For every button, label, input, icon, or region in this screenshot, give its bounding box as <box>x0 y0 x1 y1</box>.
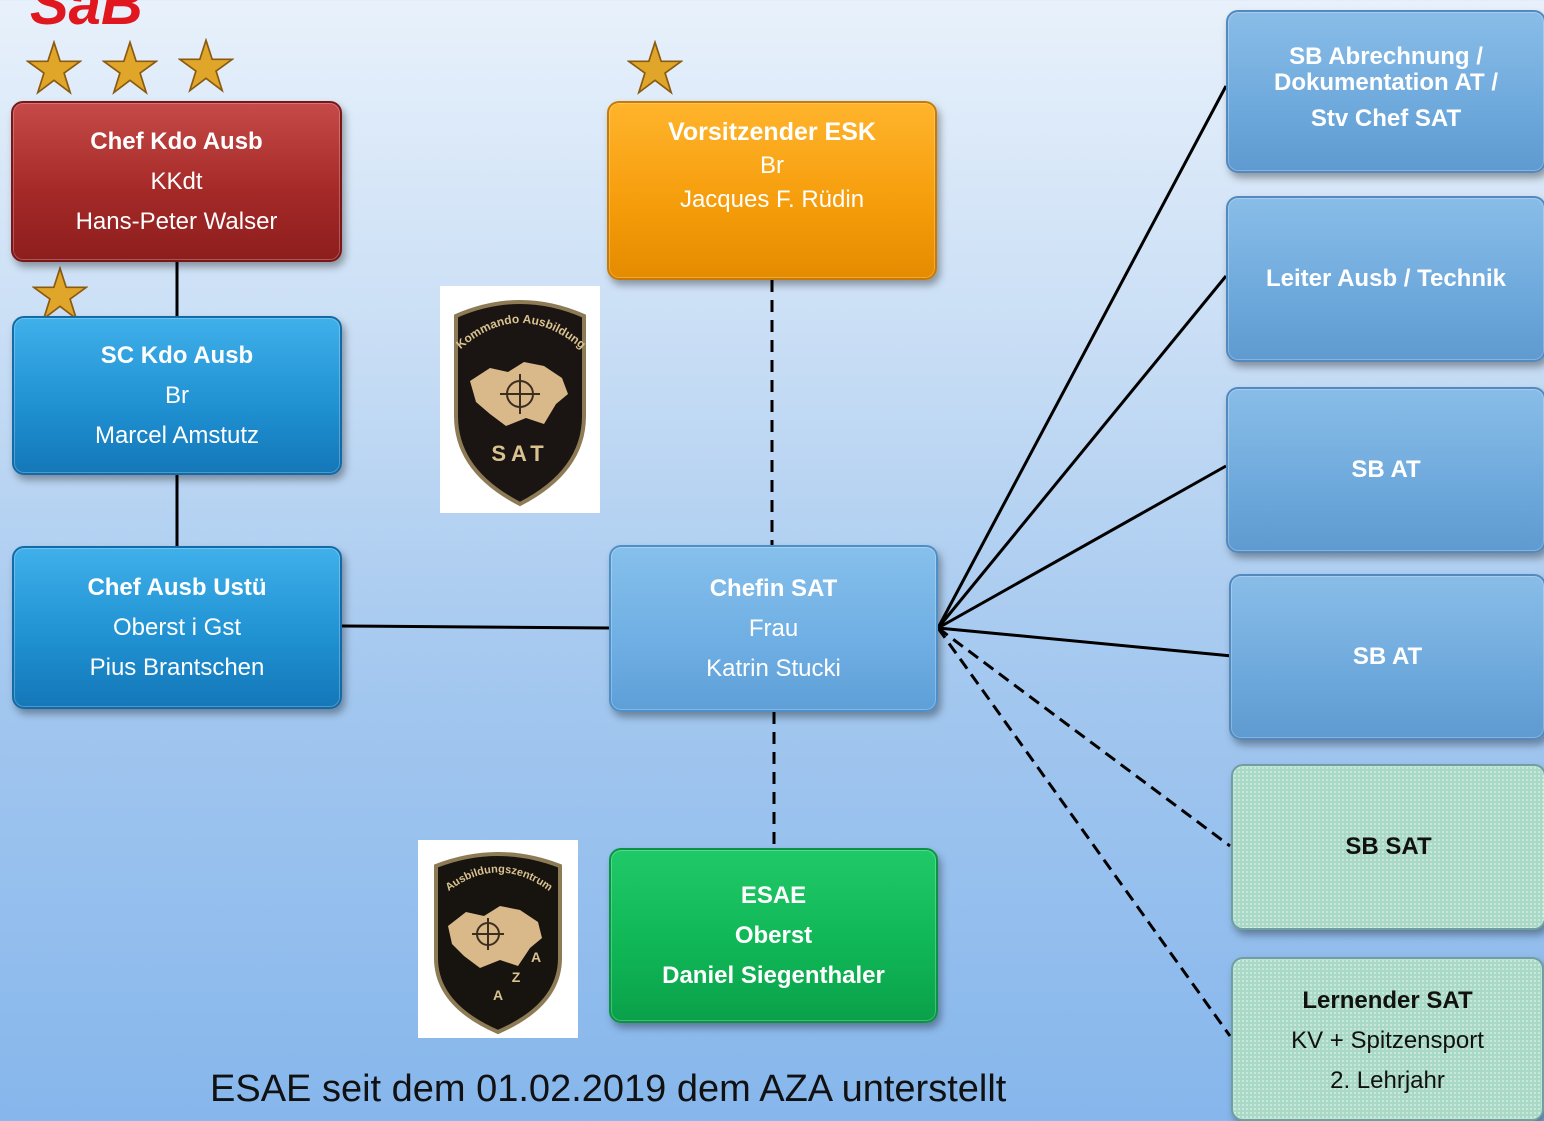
box-line: KV + Spitzensport <box>1291 1027 1484 1054</box>
box-leiter-ausb-technik[interactable]: Leiter Ausb / Technik <box>1226 196 1544 362</box>
sat-logo-label: SAT <box>491 441 548 466</box>
box-name: Jacques F. Rüdin <box>679 186 865 213</box>
box-chef-ausb-ustue[interactable]: Chef Ausb Ustü Oberst i Gst Pius Brantsc… <box>12 546 342 709</box>
box-title: Chef Kdo Ausb <box>90 127 263 155</box>
box-sb-sat[interactable]: SB SAT <box>1231 764 1544 930</box>
box-rank: Oberst <box>734 921 813 949</box>
sat-logo: Kommando Ausbildung SAT <box>440 286 600 513</box>
aza-logo-letter: A <box>531 949 541 965</box>
box-line: 2. Lehrjahr <box>1330 1067 1445 1094</box>
box-rank: Frau <box>748 614 799 642</box>
star-icon <box>178 38 234 93</box>
box-name: Pius Brantschen <box>89 653 265 681</box>
aza-logo-letter: Z <box>512 969 521 985</box>
star-icon <box>26 40 82 95</box>
box-title: Vorsitzender ESK <box>668 118 876 146</box>
box-title: SC Kdo Ausb <box>100 341 254 369</box>
box-name: Daniel Siegenthaler <box>662 961 885 989</box>
box-title: Lernender SAT <box>1302 987 1473 1014</box>
box-rank: KKdt <box>150 167 203 195</box>
box-sc-kdo-ausb[interactable]: SC Kdo Ausb Br Marcel Amstutz <box>12 316 342 475</box>
box-title: SB AT <box>1351 456 1421 483</box>
box-esae[interactable]: ESAE Oberst Daniel Siegenthaler <box>609 848 938 1023</box>
footnote-text: ESAE seit dem 01.02.2019 dem AZA unterst… <box>210 1068 1007 1110</box>
line-to-sb-sat <box>937 626 1231 848</box>
aza-logo-letter: A <box>493 987 503 1003</box>
box-sb-at[interactable]: SB AT <box>1226 387 1544 553</box>
box-chef-kdo-ausb[interactable]: Chef Kdo Ausb KKdt Hans-Peter Walser <box>11 101 342 262</box>
star-icon <box>32 266 88 321</box>
line-to-sb-abrechnung <box>936 85 1228 629</box>
line-to-sb-at-2 <box>937 626 1233 658</box>
box-line: SB Abrechnung / <box>1289 43 1483 70</box>
line-ustue-to-chefin <box>341 624 610 630</box>
line-to-sb-at-1 <box>937 464 1227 630</box>
aza-logo: Ausbildungszentrum A Z A <box>418 840 578 1038</box>
line-to-lernender <box>936 627 1232 1037</box>
box-sb-at[interactable]: SB AT <box>1229 574 1544 740</box>
star-icon <box>627 40 683 95</box>
line-to-leiter-ausb <box>936 275 1228 629</box>
box-vorsitzender-esk[interactable]: Vorsitzender ESK Br Jacques F. Rüdin <box>607 101 937 280</box>
box-title: SB AT <box>1352 643 1423 670</box>
box-title: Leiter Ausb / Technik <box>1265 265 1507 292</box>
box-title: Chef Ausb Ustü <box>87 573 267 601</box>
page-title: SaB <box>30 0 143 37</box>
box-name: Marcel Amstutz <box>94 421 260 449</box>
box-name: Katrin Stucki <box>706 654 841 682</box>
box-title: SB SAT <box>1345 833 1432 860</box>
box-lernender-sat[interactable]: Lernender SAT KV + Spitzensport 2. Lehrj… <box>1231 957 1544 1121</box>
box-rank: Br <box>165 381 189 409</box>
box-title: ESAE <box>740 881 807 909</box>
box-line: Dokumentation AT / <box>1274 69 1498 96</box>
box-rank: Oberst i Gst <box>112 613 242 641</box>
box-title: Chefin SAT <box>709 574 838 602</box>
star-icon <box>102 40 158 95</box>
box-rank: Br <box>760 152 784 179</box>
box-chefin-sat[interactable]: Chefin SAT Frau Katrin Stucki <box>609 545 938 712</box>
box-name: Hans-Peter Walser <box>75 207 278 235</box>
box-sb-abrechnung[interactable]: SB Abrechnung / Dokumentation AT / Stv C… <box>1226 10 1544 173</box>
box-line: Stv Chef SAT <box>1310 105 1462 132</box>
